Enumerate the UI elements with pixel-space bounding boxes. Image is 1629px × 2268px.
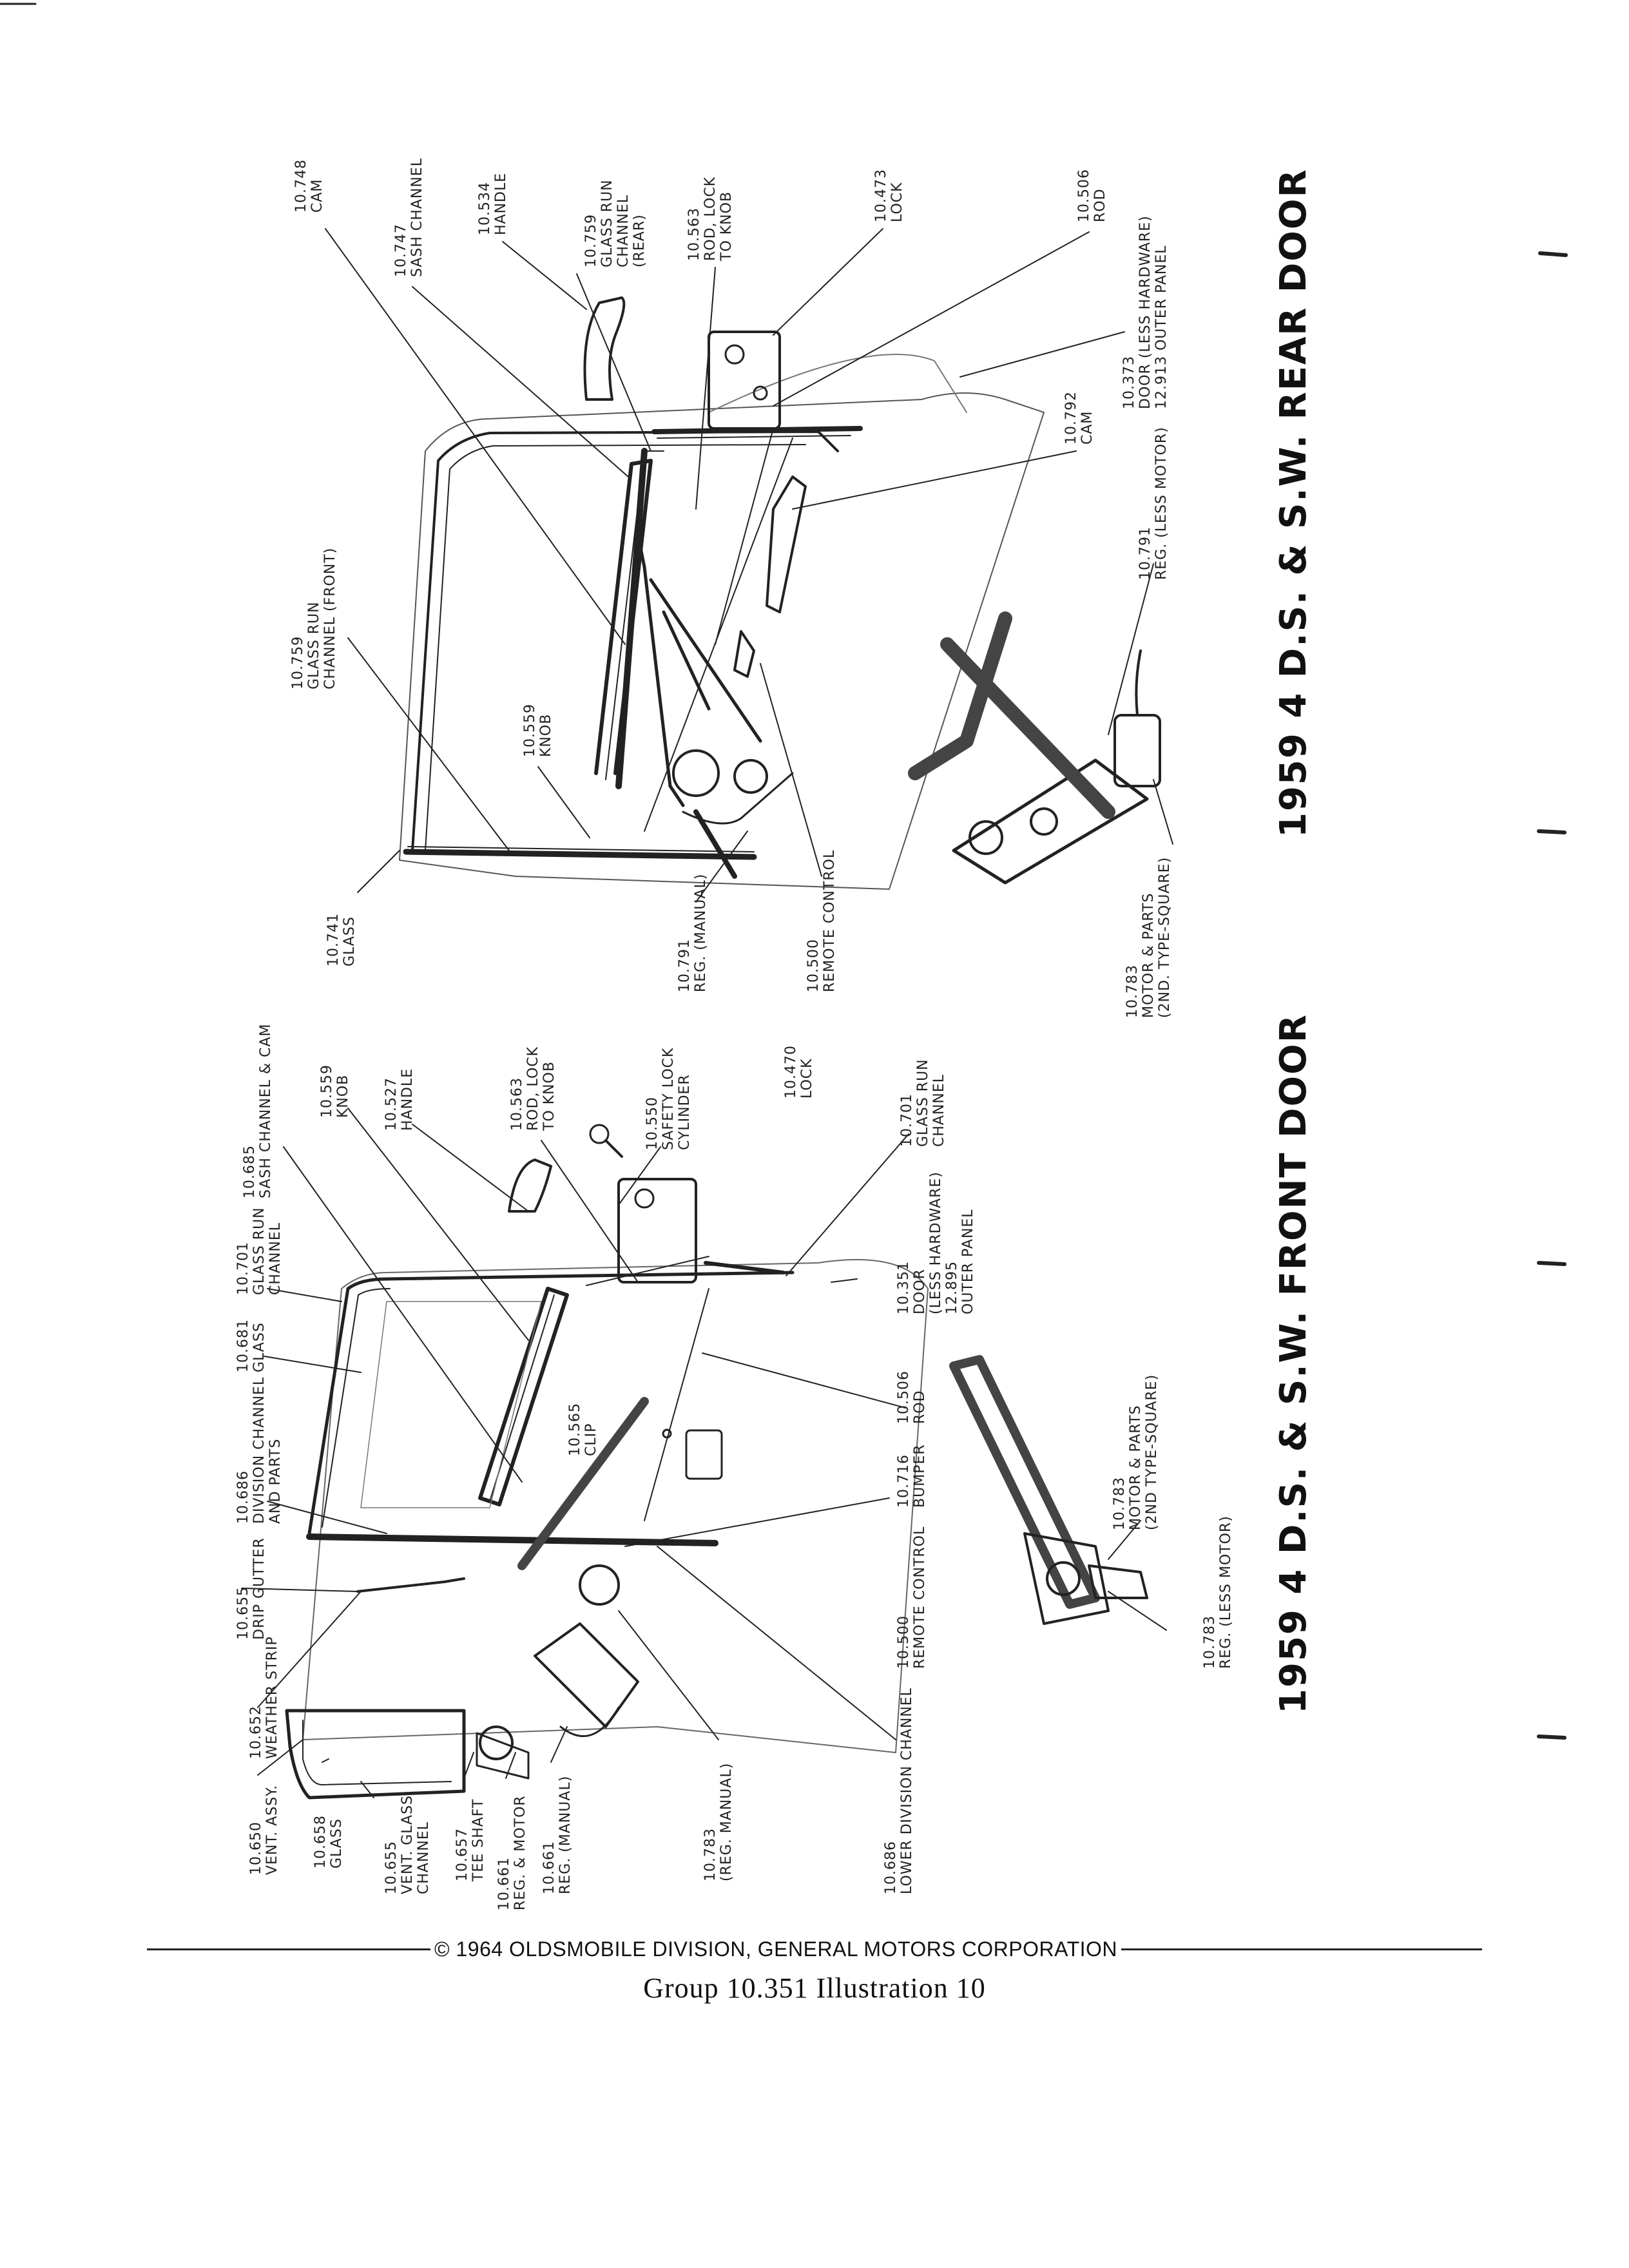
rear-label-knob: 10.559 KNOB <box>522 704 554 757</box>
rear-label-lock: 10.473 LOCK <box>873 169 905 222</box>
front-label-reg-manual-vent: 10.661 REG. (MANUAL) <box>541 1775 574 1894</box>
front-door-title: 1959 4 D.S. & S.W. FRONT DOOR <box>1273 1014 1315 1714</box>
copyright-text: © 1964 OLDSMOBILE DIVISION, GENERAL MOTO… <box>434 1937 1117 1961</box>
front-label-rod-lock-to-knob: 10.563 ROD, LOCK TO KNOB <box>509 1046 557 1131</box>
front-label-glass-run-channel-right: 10.701 GLASS RUN CHANNEL <box>899 1059 947 1147</box>
rear-label-cam-top: 10.748 CAM <box>293 159 325 213</box>
rear-label-reg-less-motor: 10.791 REG. (LESS MOTOR) <box>1137 427 1170 580</box>
rear-label-door: 10.373 DOOR (LESS HARDWARE) 12.913 OUTER… <box>1121 215 1170 409</box>
front-label-door: 10.351 DOOR (LESS HARDWARE) 12.895 OUTER… <box>896 1171 976 1314</box>
copyright-rule-left <box>147 1948 430 1950</box>
front-label-reg-motor: 10.661 REG. & MOTOR <box>496 1795 528 1910</box>
front-label-remote-control: 10.500 REMOTE CONTROL <box>896 1526 928 1669</box>
front-label-drip-gutter: 10.655 DRIP GUTTER <box>235 1537 267 1640</box>
front-label-vent-glass: 10.658 GLASS <box>313 1815 345 1869</box>
rear-label-remote-control: 10.500 REMOTE CONTROL <box>805 849 838 992</box>
rear-label-rod-lock-to-knob: 10.563 ROD, LOCK TO KNOB <box>686 176 735 261</box>
front-label-vent-glass-channel: 10.655 VENT. GLASS CHANNEL <box>383 1794 432 1894</box>
front-label-lower-division-channel: 10.686 LOWER DIVISION CHANNEL <box>883 1687 915 1894</box>
rear-label-cam: 10.792 CAM <box>1063 391 1095 445</box>
front-label-glass: 10.681 GLASS <box>235 1319 267 1372</box>
rear-label-sash-channel: 10.747 SASH CHANNEL <box>393 158 425 277</box>
front-label-tee-shaft: 10.657 TEE SHAFT <box>454 1798 487 1882</box>
copyright-rule-right <box>1121 1948 1482 1950</box>
rear-label-motor-parts: 10.783 MOTOR & PARTS (2ND. TYPE-SQUARE) <box>1124 856 1173 1018</box>
front-label-clip: 10.565 CLIP <box>567 1403 599 1456</box>
front-label-reg-less-motor: 10.783 REG. (LESS MOTOR) <box>1202 1515 1234 1669</box>
rear-label-rod: 10.506 ROD <box>1076 169 1108 222</box>
front-label-lock: 10.470 LOCK <box>783 1045 815 1099</box>
front-label-weather-strip: 10.652 WEATHER STRIP <box>248 1636 280 1759</box>
front-label-safety-lock-cylinder: 10.550 SAFETY LOCK CYLINDER <box>644 1047 693 1150</box>
front-label-division-channel: 10.686 DIVISION CHANNEL AND PARTS <box>235 1376 284 1524</box>
front-label-glass-run-channel-top: 10.701 GLASS RUN CHANNEL <box>235 1207 284 1295</box>
rear-label-glass-run-channel-rear: 10.759 GLASS RUN CHANNEL (REAR) <box>583 179 648 267</box>
rear-label-handle: 10.534 HANDLE <box>477 172 509 235</box>
front-label-handle: 10.527 HANDLE <box>383 1068 416 1131</box>
copyright-line: © 1964 OLDSMOBILE DIVISION, GENERAL MOTO… <box>0 1937 1629 1961</box>
front-door-illustration <box>241 1108 1167 1800</box>
front-label-reg-manual: 10.783 (REG. MANUAL) <box>702 1762 735 1881</box>
front-label-sash-channel-cam: 10.685 SASH CHANNEL & CAM <box>242 1023 274 1198</box>
front-label-knob: 10.559 KNOB <box>319 1064 351 1118</box>
rear-label-glass-run-channel-front: 10.759 GLASS RUN CHANNEL (FRONT) <box>290 547 338 689</box>
rear-label-reg-manual: 10.791 REG. (MANUAL) <box>677 873 709 992</box>
front-label-rod: 10.506 ROD <box>896 1370 928 1424</box>
rear-door-illustration <box>325 228 1173 903</box>
rear-label-glass: 10.741 GLASS <box>325 913 358 966</box>
rear-door-title: 1959 4 D.S. & S.W. REAR DOOR <box>1273 168 1315 838</box>
front-label-motor-parts: 10.783 MOTOR & PARTS (2ND TYPE-SQUARE) <box>1112 1374 1160 1530</box>
illustration-caption: Group 10.351 Illustration 10 <box>643 1972 986 2004</box>
front-label-bumper: 10.716 BUMPER <box>896 1444 928 1508</box>
front-label-vent-assy: 10.650 VENT. ASSY. <box>248 1784 280 1875</box>
